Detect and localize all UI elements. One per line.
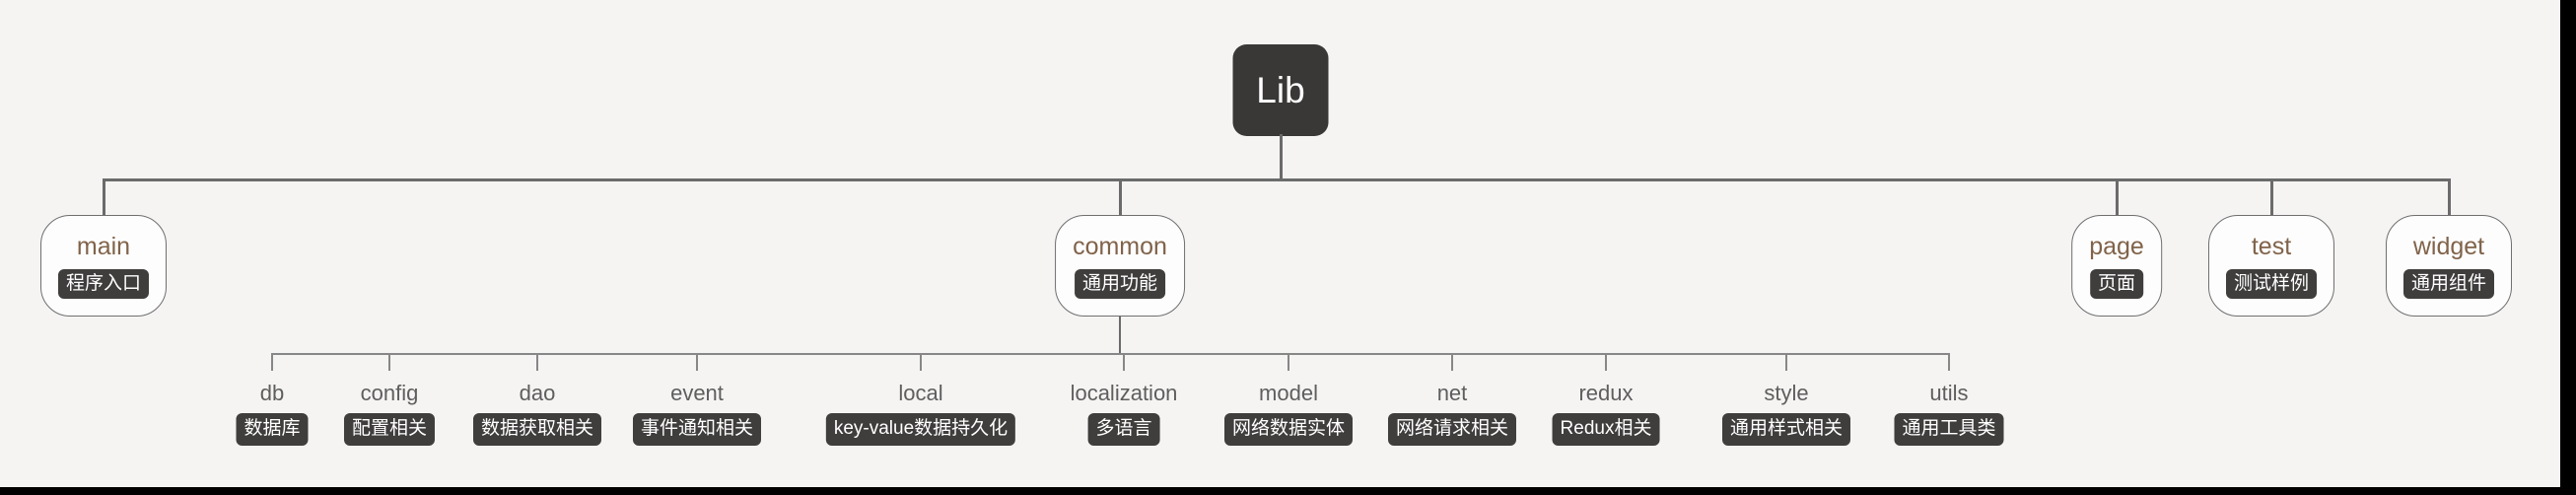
leaf-badge: 配置相关 (343, 413, 436, 446)
connector-drop-page (2116, 179, 2119, 215)
leaf-label: utils (1929, 381, 1969, 405)
leaf-dao[interactable]: dao 数据获取相关 (472, 381, 602, 446)
leaf-badge: 网络数据实体 (1223, 413, 1354, 446)
leaf-label: dao (519, 381, 556, 405)
connector-drop-common (1119, 179, 1122, 215)
connector-drop-dao (536, 354, 538, 371)
node-title: test (2251, 232, 2292, 260)
node-title: widget (2412, 232, 2485, 260)
node-test[interactable]: test 测试样例 (2207, 215, 2335, 317)
leaf-localization[interactable]: localization 多语言 (1070, 381, 1178, 446)
connector-drop-config (388, 354, 390, 371)
leaf-net[interactable]: net 网络请求相关 (1387, 381, 1517, 446)
leaf-event[interactable]: event 事件通知相关 (632, 381, 762, 446)
node-widget[interactable]: widget 通用组件 (2385, 215, 2513, 317)
node-title: page (2089, 232, 2144, 260)
leaf-style[interactable]: style 通用样式相关 (1721, 381, 1851, 446)
connector-drop-db (271, 354, 273, 371)
connector-drop-test (2270, 179, 2273, 215)
leaf-label: config (360, 381, 419, 405)
node-title: common (1073, 232, 1167, 260)
node-main[interactable]: main 程序入口 (39, 215, 168, 317)
leaf-label: localization (1070, 381, 1178, 405)
leaf-config[interactable]: config 配置相关 (343, 381, 436, 446)
leaf-badge: 通用工具类 (1894, 413, 2004, 446)
leaf-badge: 事件通知相关 (632, 413, 762, 446)
connector-level2-bar (271, 353, 1950, 355)
node-badge: 通用组件 (2402, 268, 2495, 300)
connector-drop-style (1785, 354, 1787, 371)
root-label: Lib (1256, 69, 1305, 110)
mindmap-canvas: Lib main 程序入口 common 通用功能 page 页面 test 测试样例 widg… (0, 0, 2560, 487)
leaf-label: model (1259, 381, 1318, 405)
leaf-label: style (1764, 381, 1809, 405)
connector-drop-main (103, 179, 105, 215)
node-badge: 通用功能 (1074, 268, 1165, 300)
leaf-label: local (898, 381, 943, 405)
leaf-label: db (259, 381, 285, 405)
connector-drop-utils (1948, 354, 1950, 371)
leaf-badge: 多语言 (1087, 413, 1160, 446)
node-badge: 程序入口 (57, 268, 150, 300)
node-page[interactable]: page 页面 (2071, 215, 2162, 317)
node-badge: 页面 (2089, 268, 2143, 300)
connector-drop-widget (2448, 179, 2451, 215)
leaf-local[interactable]: local key-value数据持久化 (825, 381, 1016, 446)
leaf-utils[interactable]: utils 通用工具类 (1894, 381, 2004, 446)
connector-drop-local (920, 354, 922, 371)
connector-drop-net (1451, 354, 1453, 371)
leaf-label: redux (1578, 381, 1634, 405)
connector-drop-localization (1123, 354, 1125, 371)
connector-drop-redux (1605, 354, 1607, 371)
connector-level1-bar (103, 178, 2451, 181)
leaf-badge: 数据获取相关 (472, 413, 602, 446)
node-badge: 测试样例 (2225, 268, 2318, 300)
leaf-badge: 网络请求相关 (1387, 413, 1517, 446)
leaf-badge: 数据库 (236, 413, 309, 446)
leaf-label: event (670, 381, 724, 405)
leaf-badge: key-value数据持久化 (825, 413, 1016, 446)
node-common[interactable]: common 通用功能 (1055, 215, 1185, 317)
node-root[interactable]: Lib (1232, 44, 1329, 136)
connector-root-drop (1280, 134, 1283, 181)
connector-drop-model (1288, 354, 1289, 371)
connector-common-drop (1119, 317, 1121, 354)
leaf-badge: Redux相关 (1552, 413, 1660, 446)
node-title: main (76, 232, 131, 260)
leaf-model[interactable]: model 网络数据实体 (1223, 381, 1354, 446)
connector-drop-event (696, 354, 698, 371)
leaf-badge: 通用样式相关 (1721, 413, 1851, 446)
leaf-label: net (1436, 381, 1468, 405)
leaf-db[interactable]: db 数据库 (236, 381, 309, 446)
